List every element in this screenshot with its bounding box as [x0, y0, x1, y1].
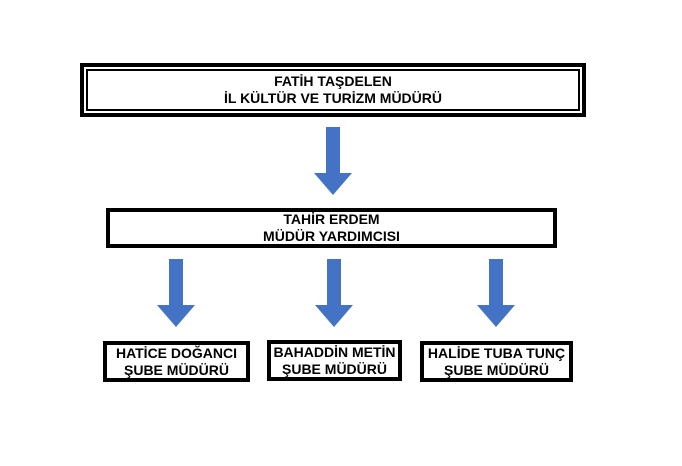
down-arrow-icon: [157, 259, 195, 327]
down-arrow-shape: [477, 259, 515, 327]
branch-manager-title: ŞUBE MÜDÜRÜ: [444, 361, 549, 378]
down-arrow-shape: [315, 259, 353, 327]
down-arrow-icon: [314, 127, 352, 195]
branch-manager-name: HALİDE TUBA TUNÇ: [427, 344, 566, 361]
org-node-branch-manager-3: HALİDE TUBA TUNÇ ŞUBE MÜDÜRÜ: [420, 341, 573, 382]
director-name: FATİH TAŞDELEN: [274, 73, 392, 89]
deputy-name: TAHİR ERDEM: [283, 211, 380, 227]
director-title: İL KÜLTÜR VE TURİZM MÜDÜRÜ: [223, 90, 443, 106]
down-arrow-icon: [477, 259, 515, 327]
branch-manager-name: BAHADDİN METİN: [273, 343, 396, 360]
branch-manager-name: HATİCE DOĞANCI: [115, 344, 238, 361]
branch-manager-title: ŞUBE MÜDÜRÜ: [124, 361, 229, 378]
down-arrow-shape: [314, 127, 352, 195]
branch-manager-title: ŞUBE MÜDÜRÜ: [282, 360, 387, 377]
down-arrow-shape: [157, 259, 195, 327]
org-node-deputy: TAHİR ERDEM MÜDÜR YARDIMCISI: [106, 208, 557, 248]
org-node-director-inner-frame: FATİH TAŞDELEN İL KÜLTÜR VE TURİZM MÜDÜR…: [86, 69, 580, 111]
org-node-branch-manager-1: HATİCE DOĞANCI ŞUBE MÜDÜRÜ: [103, 341, 250, 382]
down-arrow-icon: [315, 259, 353, 327]
deputy-title: MÜDÜR YARDIMCISI: [263, 228, 400, 244]
org-node-director: FATİH TAŞDELEN İL KÜLTÜR VE TURİZM MÜDÜR…: [80, 63, 586, 117]
org-node-branch-manager-2: BAHADDİN METİN ŞUBE MÜDÜRÜ: [267, 340, 402, 381]
